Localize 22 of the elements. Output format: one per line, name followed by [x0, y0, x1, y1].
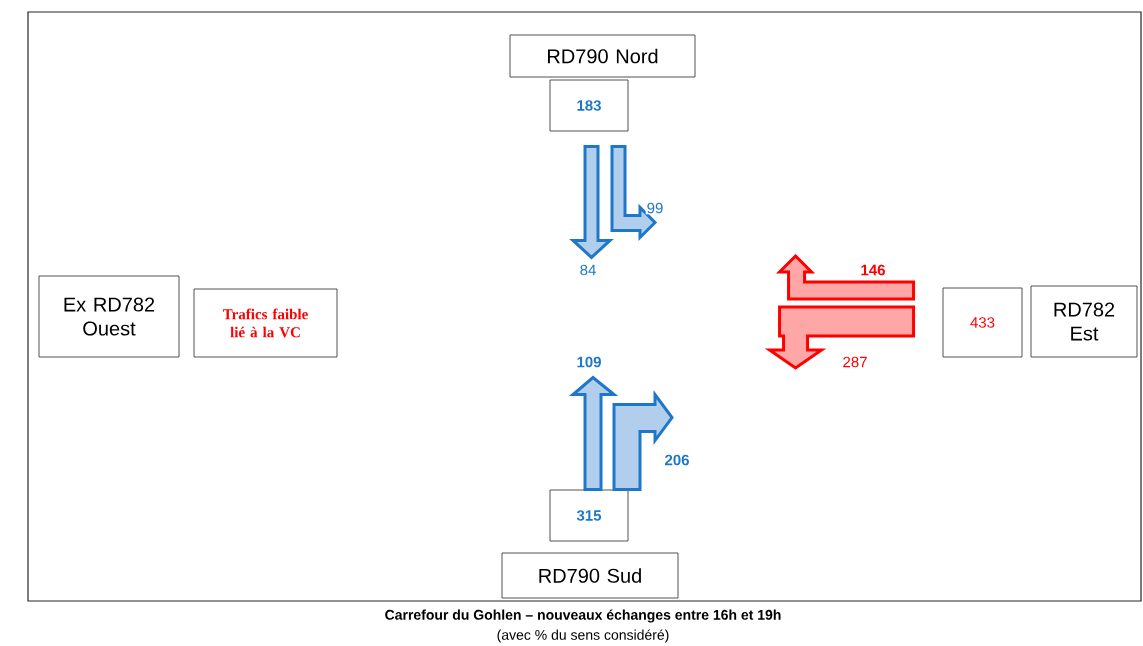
- road-name-box: RD782 Est: [1030, 285, 1138, 358]
- road-name-box: RD790 Nord: [509, 34, 696, 78]
- count-box: 433: [942, 287, 1023, 358]
- flow-arrow: [775, 253, 916, 301]
- flow-count: 99: [645, 201, 665, 215]
- count-box: 183: [549, 79, 629, 132]
- road-name-box: Ex RD782 Ouest: [38, 275, 180, 358]
- road-name-box: RD790 Sud: [501, 552, 679, 599]
- flow-count: 287: [841, 355, 869, 369]
- caption-note: (avec % du sens considéré): [497, 629, 669, 643]
- flow-count: 206: [663, 453, 691, 467]
- flow-arrow: [612, 390, 674, 492]
- note-box: Trafics faible lié à la VC: [193, 288, 338, 358]
- flow-count: 109: [575, 355, 603, 369]
- flow-arrow: [764, 305, 916, 370]
- flow-count: 146: [859, 263, 887, 277]
- caption: Carrefour du Gohlen – nouveaux échanges entre 16h et 19h: [385, 609, 781, 623]
- count-box: 315: [549, 489, 629, 542]
- flow-count: 84: [578, 263, 598, 277]
- flow-arrow: [610, 144, 658, 242]
- flow-arrow: [569, 144, 614, 260]
- flow-arrow: [568, 375, 619, 492]
